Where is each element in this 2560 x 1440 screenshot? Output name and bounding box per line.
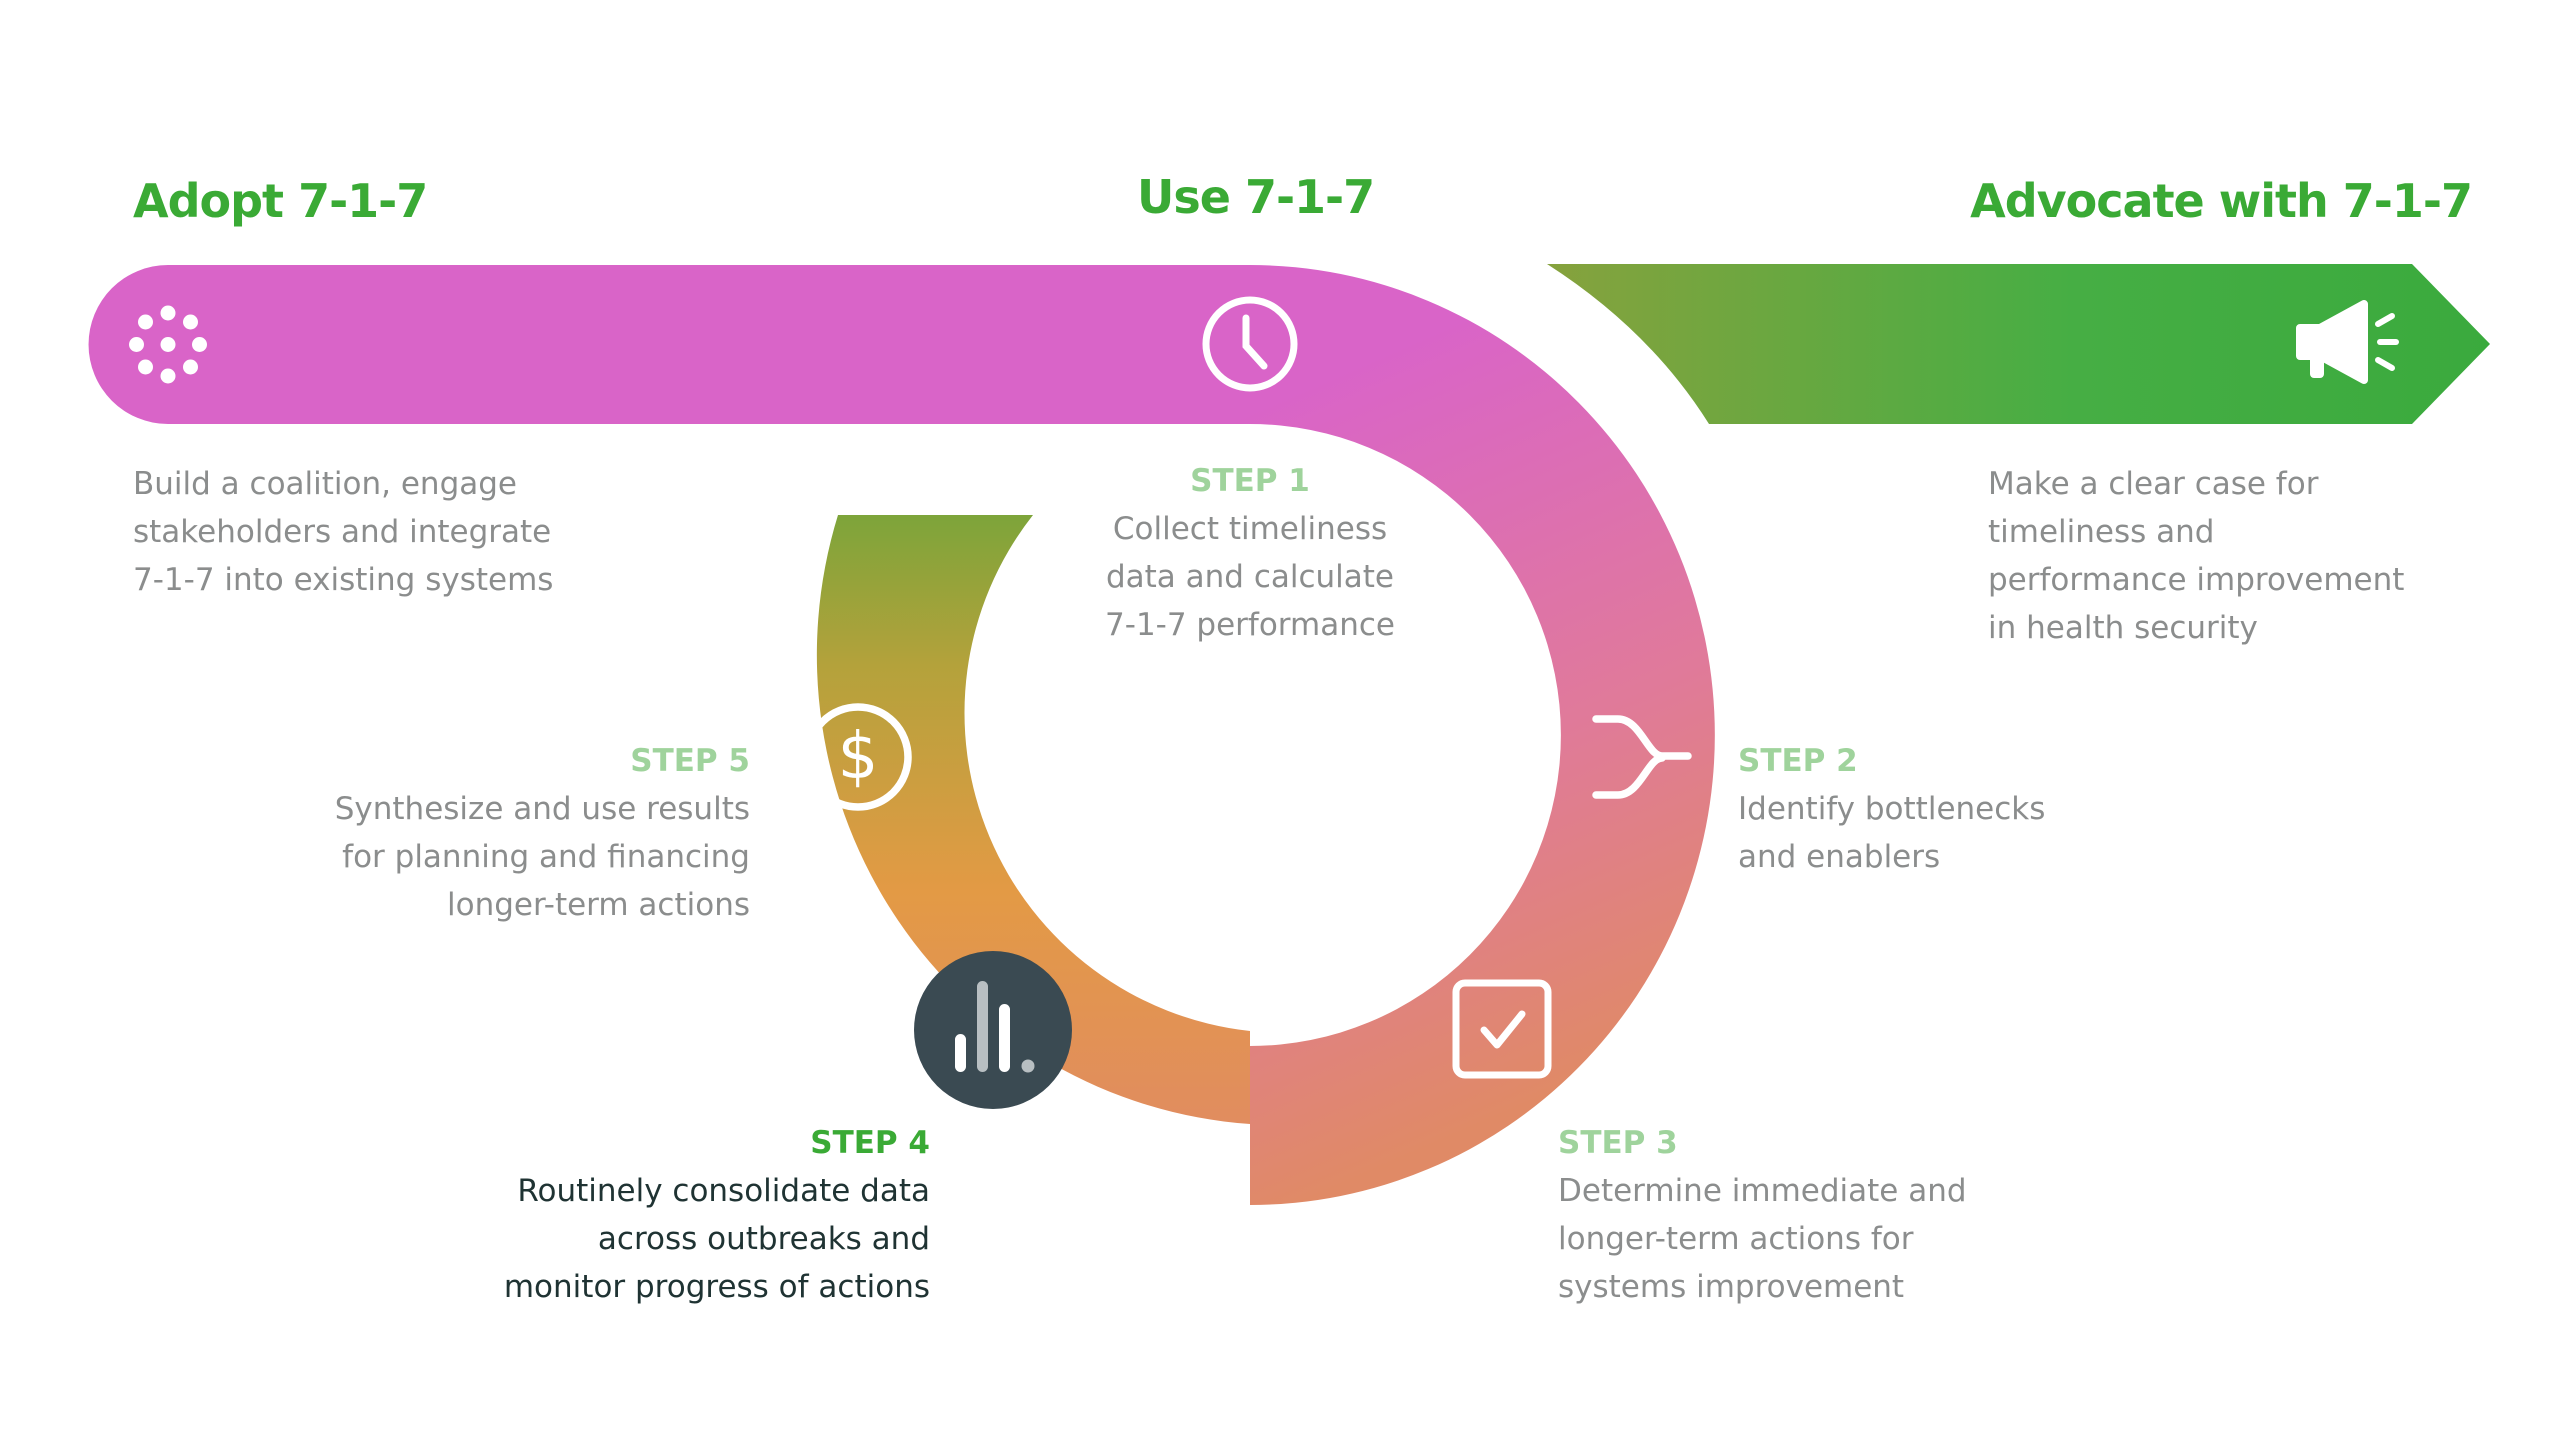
bar-chart-icon: [914, 951, 1072, 1109]
adopt-line: Build a coalition, engage: [133, 466, 517, 502]
step-1-line: Collect timeliness: [1112, 511, 1388, 547]
step-5-line: for planning and financing: [342, 839, 750, 875]
step-3-line: longer-term actions for: [1558, 1221, 1914, 1257]
svg-text:$: $: [838, 720, 879, 794]
step-2-text: STEP 2 Identify bottlenecks and enablers: [1738, 737, 2045, 881]
step-1-text: STEP 1 Collect timeliness data and calcu…: [1050, 457, 1450, 649]
step-3-label: STEP 3: [1558, 1125, 1678, 1161]
step-4-line: Routinely consolidate data: [517, 1173, 930, 1209]
dots-circle-icon: [129, 305, 207, 384]
advocate-line: in health security: [1988, 610, 2258, 646]
advocate-description: Make a clear case for timeliness and per…: [1988, 460, 2404, 652]
step-5-text: STEP 5 Synthesize and use results for pl…: [335, 737, 750, 929]
step-2-line: Identify bottlenecks: [1738, 791, 2046, 827]
megaphone-icon: [2296, 300, 2399, 384]
step-3-line: Determine immediate and: [1558, 1173, 1967, 1209]
step-5-line: Synthesize and use results: [334, 791, 750, 827]
step-2-line: and enablers: [1738, 839, 1941, 875]
step-4-line: monitor progress of actions: [503, 1269, 930, 1305]
adopt-heading: Adopt 7-1-7: [133, 174, 428, 228]
advocate-arrow: [1547, 264, 2490, 424]
advocate-line: Make a clear case for: [1988, 466, 2319, 502]
step-1-label: STEP 1: [1190, 463, 1310, 499]
step-5-line: longer-term actions: [447, 887, 750, 923]
ring-lower-left-arc: [816, 515, 1250, 1124]
use-heading: Use 7-1-7: [1137, 170, 1375, 224]
top-band-and-ring: [88, 265, 1715, 1205]
step-3-line: systems improvement: [1558, 1269, 1905, 1305]
clock-icon: [1202, 296, 1298, 392]
step-1-line: data and calculate: [1105, 559, 1395, 595]
checkbox-icon: [1452, 979, 1552, 1079]
step-1-line: 7-1-7 performance: [1105, 607, 1395, 643]
advocate-line: performance improvement: [1988, 562, 2405, 598]
adopt-line: 7-1-7 into existing systems: [133, 562, 554, 598]
step-4-line: across outbreaks and: [597, 1221, 930, 1257]
step-4-label: STEP 4: [810, 1125, 930, 1161]
merge-arrows-icon: [1592, 715, 1692, 799]
advocate-line: timeliness and: [1988, 514, 2215, 550]
advocate-heading: Advocate with 7-1-7: [1970, 174, 2473, 228]
step-5-label: STEP 5: [630, 743, 750, 779]
step-3-text: STEP 3 Determine immediate and longer-te…: [1558, 1119, 1967, 1311]
adopt-description: Build a coalition, engage stakeholders a…: [133, 460, 553, 604]
adopt-line: stakeholders and integrate: [133, 514, 552, 550]
step-4-text: STEP 4 Routinely consolidate data across…: [504, 1119, 930, 1311]
dollar-icon: $: [804, 703, 912, 811]
step-2-label: STEP 2: [1738, 743, 1858, 779]
